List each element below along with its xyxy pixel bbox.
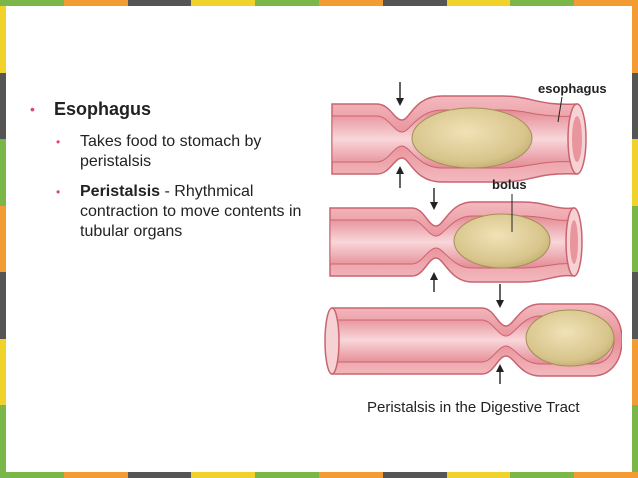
border-segment xyxy=(632,272,638,339)
border-segment xyxy=(191,0,256,6)
top-border xyxy=(0,0,638,6)
border-segment xyxy=(318,0,383,6)
label-esophagus: esophagus xyxy=(538,81,607,96)
bolus xyxy=(453,213,551,269)
border-segment xyxy=(255,472,319,478)
border-segment xyxy=(0,6,6,73)
border-segment xyxy=(574,472,638,478)
tube-stage-3 xyxy=(324,284,622,384)
border-segment xyxy=(0,205,6,273)
border-segment xyxy=(632,205,638,273)
border-segment xyxy=(63,472,128,478)
definition-text: - Rhythmical contraction to move content… xyxy=(80,183,302,240)
bolus xyxy=(411,107,533,169)
border-segment xyxy=(632,6,638,73)
border-segment xyxy=(127,472,192,478)
border-segment xyxy=(632,405,638,473)
figure-caption: Peristalsis in the Digestive Tract xyxy=(367,399,580,416)
border-segment xyxy=(0,338,6,406)
border-segment xyxy=(510,0,575,6)
border-segment xyxy=(63,0,128,6)
bullet-dot: • xyxy=(56,185,61,199)
tube-stage-2 xyxy=(329,188,583,292)
border-segment xyxy=(382,472,447,478)
peristalsis-illustration: esophagus bolus xyxy=(324,81,622,384)
bullet-dot: • xyxy=(30,101,35,117)
bullet-esophagus: • Esophagus xyxy=(30,98,320,120)
border-segment xyxy=(318,472,383,478)
border-segment xyxy=(446,472,511,478)
border-segment xyxy=(574,0,638,6)
sub-bullet-function: • Takes food to stomach by peristalsis xyxy=(56,132,320,172)
bullet-dot: • xyxy=(56,135,61,149)
border-segment xyxy=(382,0,447,6)
sub-bullet-definition: Peristalsis - Rhythmical contraction to … xyxy=(80,182,320,242)
border-segment xyxy=(510,472,575,478)
border-segment xyxy=(0,472,64,478)
esophagus-leader-line xyxy=(557,96,563,123)
right-border xyxy=(632,6,638,473)
bullet-list: • Esophagus • Takes food to stomach by p… xyxy=(30,98,320,242)
border-segment xyxy=(632,139,638,206)
bullet-heading: Esophagus xyxy=(54,99,152,119)
border-segment xyxy=(0,405,6,473)
sub-bullet-text: Takes food to stomach by peristalsis xyxy=(80,133,262,170)
border-segment xyxy=(632,72,638,140)
border-segment xyxy=(0,272,6,339)
border-segment xyxy=(0,72,6,140)
border-segment xyxy=(0,0,64,6)
tube-stage-1 xyxy=(331,82,587,188)
term-peristalsis: Peristalsis xyxy=(80,183,161,200)
border-segment xyxy=(191,472,256,478)
bolus xyxy=(525,309,615,367)
border-segment xyxy=(127,0,192,6)
border-segment xyxy=(0,139,6,206)
border-segment xyxy=(446,0,511,6)
left-border xyxy=(0,6,6,473)
tube-opening xyxy=(324,307,340,375)
label-bolus: bolus xyxy=(492,177,527,192)
sub-bullet-peristalsis: • Peristalsis - Rhythmical contraction t… xyxy=(56,182,320,242)
border-segment xyxy=(632,338,638,406)
bottom-border xyxy=(0,472,638,478)
border-segment xyxy=(255,0,319,6)
